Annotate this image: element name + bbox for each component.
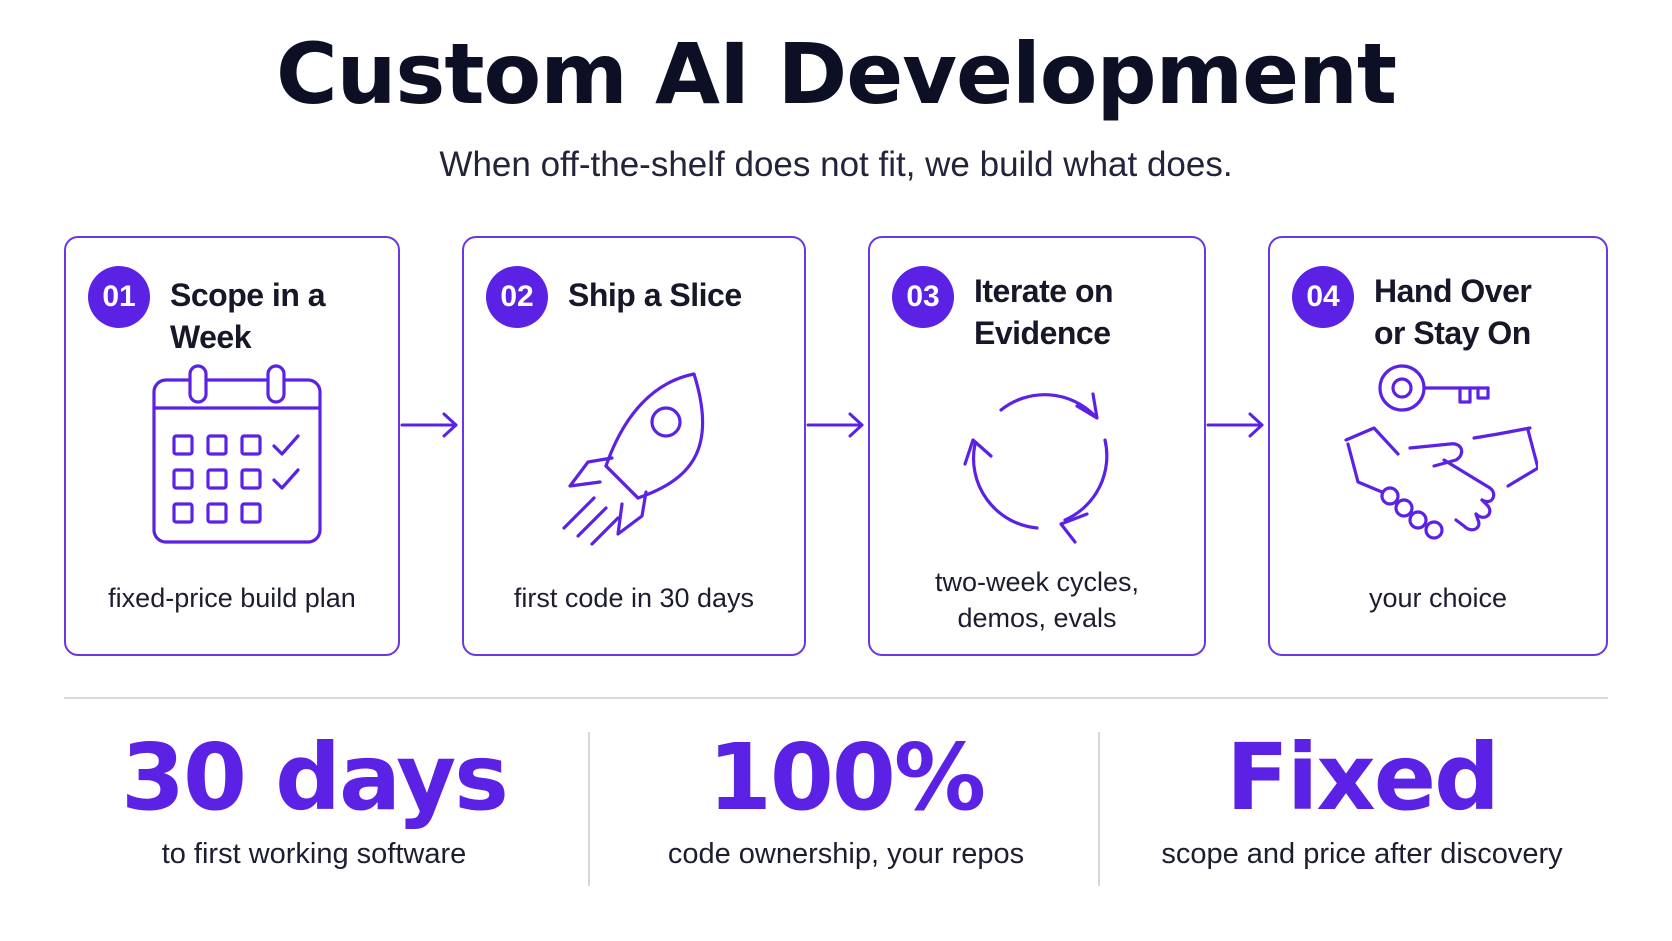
step-number-badge: 01: [88, 266, 150, 328]
arrow-right-icon: [400, 412, 458, 438]
page-title: Custom AI Development: [275, 25, 1397, 123]
stat-label: to first working software: [161, 837, 467, 870]
step-title: Iterate on Evidence: [974, 270, 1190, 354]
stat-value: 100%: [707, 724, 986, 831]
stat-label: scope and price after discovery: [1161, 837, 1563, 870]
stat-label: code ownership, your repos: [667, 837, 1025, 870]
step-title: Scope in a Week: [170, 274, 384, 358]
rocket-icon: [464, 358, 804, 558]
calendar-icon: [66, 358, 398, 558]
step-description-line: fixed-price build plan: [108, 583, 356, 613]
page-subtitle: When off-the-shelf does not fit, we buil…: [439, 145, 1233, 184]
arrow-right-icon: [1206, 412, 1264, 438]
step-number-badge: 03: [892, 266, 954, 328]
step-description-line: first code in 30 days: [513, 583, 755, 613]
step-title-line: Scope in a Week: [170, 277, 326, 355]
step-card-ship: 02 Ship a Slice first code in 30 days: [462, 236, 806, 656]
key-handshake-icon: [1270, 358, 1606, 558]
step-description: two-week cycles, demos, evals: [880, 564, 1194, 636]
cycle-arrows-icon: [870, 358, 1204, 558]
step-title-line: Hand Over: [1374, 273, 1532, 309]
step-title-line: Ship a Slice: [568, 277, 742, 313]
stat-value: Fixed: [1226, 724, 1500, 831]
stat-separator: [588, 732, 590, 886]
section-divider: [64, 697, 1608, 699]
step-title-line: Iterate on: [974, 273, 1114, 309]
step-description: first code in 30 days: [474, 580, 794, 616]
step-title: Hand Over or Stay On: [1374, 270, 1592, 354]
stat-separator: [1098, 732, 1100, 886]
step-number-badge: 04: [1292, 266, 1354, 328]
step-description-line: two-week cycles,: [934, 567, 1140, 597]
step-card-iterate: 03 Iterate on Evidence two-week cycles, …: [868, 236, 1206, 656]
stat-fixed-scope: Fixed scope and price after discovery: [1112, 724, 1612, 871]
step-card-scope: 01 Scope in a Week fixed-price build pla…: [64, 236, 400, 656]
stat-code-ownership: 100% code ownership, your repos: [596, 724, 1096, 871]
step-description-line: demos, evals: [957, 603, 1117, 633]
arrow-right-icon: [806, 412, 864, 438]
step-description: fixed-price build plan: [76, 580, 388, 616]
step-description: your choice: [1280, 580, 1596, 616]
step-number-badge: 02: [486, 266, 548, 328]
step-title-line: Evidence: [974, 315, 1111, 351]
step-title-line: or Stay On: [1374, 315, 1531, 351]
stat-time-to-software: 30 days to first working software: [64, 724, 564, 871]
step-title: Ship a Slice: [568, 274, 790, 316]
step-card-handover: 04 Hand Over or Stay On your choice: [1268, 236, 1608, 656]
stat-value: 30 days: [121, 724, 509, 831]
step-description-line: your choice: [1368, 583, 1508, 613]
